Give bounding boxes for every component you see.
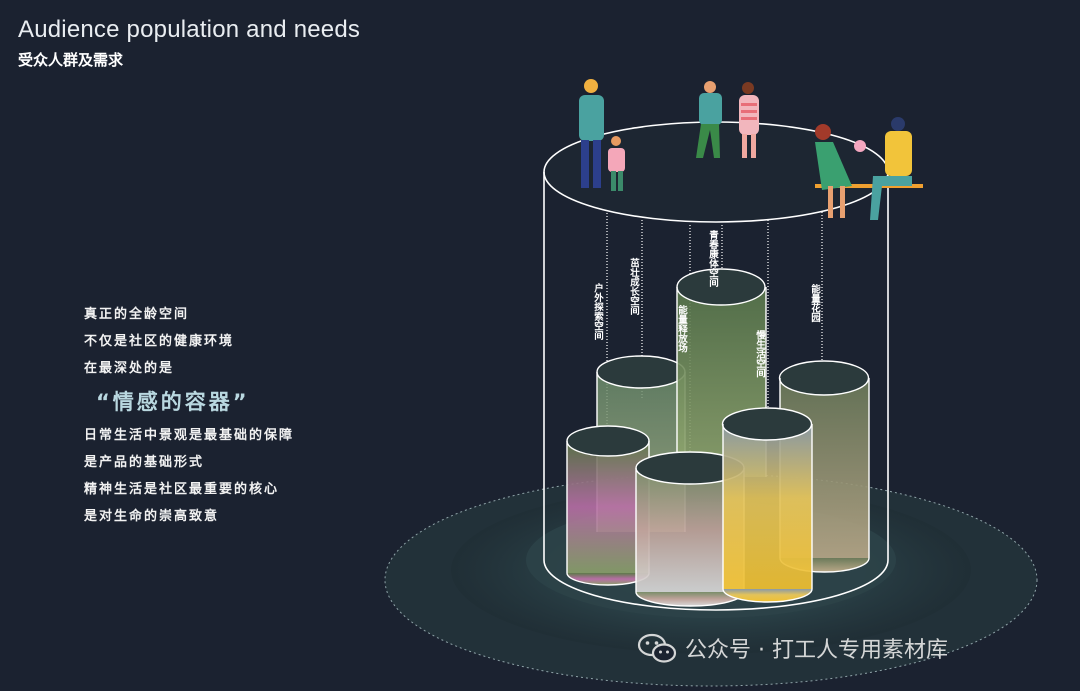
zone-cylinder-front-right bbox=[721, 407, 813, 603]
bench-icon bbox=[815, 184, 923, 188]
person-man-icon bbox=[696, 81, 722, 158]
description-block: 真正的全龄空间 不仅是社区的健康环境 在最深处的是 “情感的容器” 日常生活中景… bbox=[84, 301, 384, 530]
person-adult-icon bbox=[579, 79, 604, 188]
zone-label-youth-fitness: 青春康体空间 bbox=[707, 230, 718, 287]
copy-line: 是对生命的崇高致意 bbox=[84, 509, 220, 524]
main-cylinder bbox=[543, 121, 889, 611]
zone-label-energy-release: 能量释放场 bbox=[676, 305, 687, 353]
zone-label-slow-life: 慢生活空间 bbox=[754, 330, 765, 378]
page-title-en: Audience population and needs bbox=[18, 16, 361, 43]
person-child-icon bbox=[608, 136, 625, 191]
people-illustration bbox=[579, 79, 923, 220]
copy-line: 精神生活是社区最重要的核心 bbox=[84, 482, 280, 497]
copy-line: 不仅是社区的健康环境 bbox=[84, 334, 235, 349]
copy-line: 日常生活中景观是最基础的保障 bbox=[84, 428, 295, 443]
copy-line: 是产品的基础形式 bbox=[84, 455, 205, 470]
person-woman-icon bbox=[739, 82, 759, 158]
copy-line: 真正的全龄空间 bbox=[84, 307, 190, 322]
watermark-text: 公众号 · 打工人专用素材库 bbox=[685, 638, 948, 663]
zone-label-energy-garden: 能量花园 bbox=[809, 284, 820, 322]
person-seated-woman-icon bbox=[815, 124, 866, 218]
zone-label-grow-strong: 茁壮成长空间 bbox=[628, 258, 639, 315]
page-title-cn: 受众人群及需求 bbox=[18, 51, 124, 69]
copy-emphasis: “情感的容器” bbox=[96, 390, 250, 414]
copy-line: 在最深处的是 bbox=[84, 361, 175, 376]
watermark: 公众号 · 打工人专用素材库 bbox=[637, 632, 948, 664]
person-seated-man-icon bbox=[870, 117, 912, 220]
wechat-icon bbox=[637, 633, 677, 663]
zone-label-outdoor-explore: 户外探索空间 bbox=[592, 283, 603, 340]
